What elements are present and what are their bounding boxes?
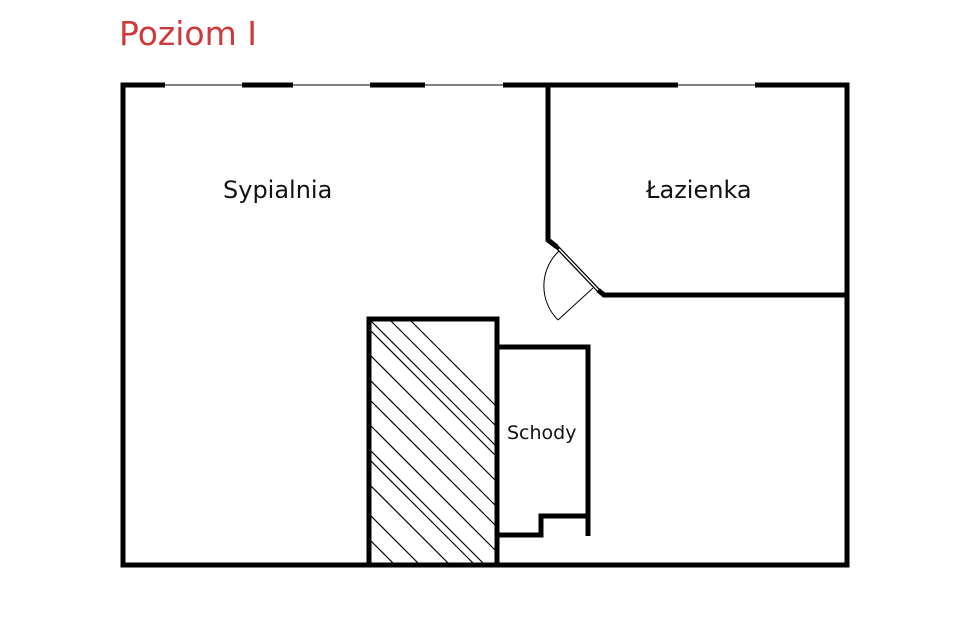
hatch-pattern	[370, 320, 496, 564]
hatch-line	[370, 400, 496, 526]
hatch-line	[370, 380, 496, 506]
bathroom-wall	[545, 85, 559, 249]
hatch-line	[370, 460, 474, 564]
hatch-line	[370, 540, 394, 564]
hatch-line	[370, 515, 419, 564]
room-label-stairs: Schody	[507, 422, 577, 444]
window	[425, 82, 503, 88]
window	[293, 82, 370, 88]
chimney-block	[366, 316, 500, 568]
bathroom-wall	[596, 288, 847, 298]
outer-wall	[120, 82, 850, 568]
window	[678, 82, 755, 88]
hatch-line	[390, 320, 496, 426]
door[interactable]	[543, 245, 602, 321]
stairs-wall	[497, 344, 591, 536]
hatch-line	[370, 355, 496, 481]
hatch-line	[410, 320, 496, 406]
stairs-step	[497, 513, 588, 538]
hatch-line	[370, 425, 496, 551]
floor-title: Poziom I	[119, 14, 257, 53]
hatch-line	[370, 330, 496, 456]
room-label-bedroom: Sypialnia	[223, 176, 333, 204]
hatch-line	[370, 320, 496, 446]
room-label-bathroom: Łazienka	[646, 176, 752, 204]
windows	[165, 82, 755, 88]
hatch-line	[370, 485, 449, 564]
hatch-line	[370, 450, 484, 564]
window	[165, 82, 242, 88]
